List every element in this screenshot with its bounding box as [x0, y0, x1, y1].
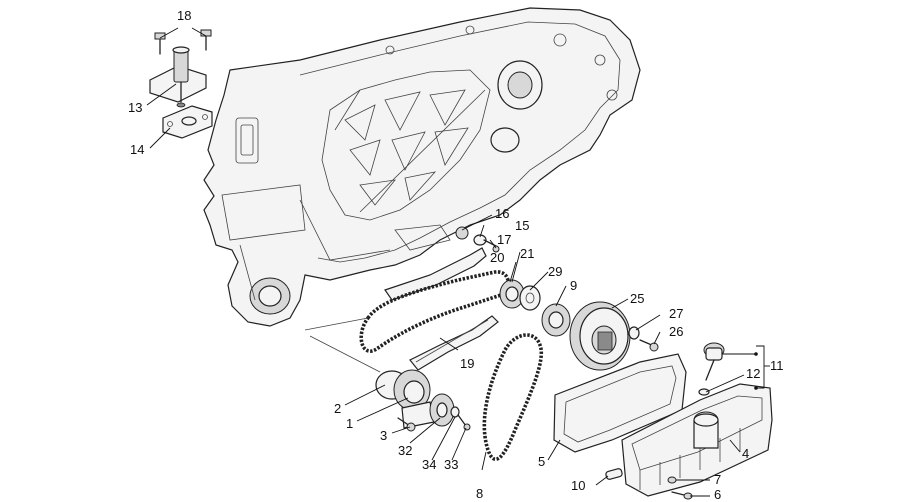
drive-pulley — [569, 301, 631, 371]
callout-15: 15 — [515, 218, 529, 233]
screw-6 — [671, 491, 693, 500]
pump-sprocket — [429, 393, 455, 427]
callout-4: 4 — [742, 446, 749, 461]
pump-bolt-3 — [397, 417, 416, 432]
callout-2: 2 — [334, 401, 341, 416]
callout-labels: 18 13 14 16 15 17 21 20 29 9 25 27 26 19… — [128, 8, 784, 502]
tensioner-gasket — [162, 105, 213, 139]
chain-guide — [409, 315, 499, 371]
screw-7 — [667, 476, 677, 484]
callout-11: 11 — [770, 358, 784, 373]
callout-34: 34 — [422, 457, 436, 472]
callout-26: 26 — [669, 324, 683, 339]
callout-7: 7 — [714, 472, 721, 487]
crankcase-housing — [203, 7, 641, 327]
dipstick — [703, 342, 725, 381]
oil-sump — [621, 383, 773, 497]
callout-5: 5 — [538, 454, 545, 469]
callout-12: 12 — [746, 366, 760, 381]
callout-1: 1 — [346, 416, 353, 431]
bolt-26 — [639, 339, 659, 352]
callout-14: 14 — [130, 142, 144, 157]
callout-21: 21 — [520, 246, 534, 261]
o-ring — [698, 388, 710, 396]
callout-29: 29 — [548, 264, 562, 279]
sprocket-9 — [541, 303, 571, 337]
callout-3: 3 — [380, 428, 387, 443]
oil-pump-chain — [482, 333, 543, 462]
callout-32: 32 — [398, 443, 412, 458]
callout-8: 8 — [476, 486, 483, 501]
callout-13: 13 — [128, 100, 142, 115]
callout-10: 10 — [571, 478, 585, 493]
leader-lines — [146, 27, 770, 497]
callout-9: 9 — [570, 278, 577, 293]
callout-33: 33 — [444, 457, 458, 472]
callout-6: 6 — [714, 487, 721, 502]
callout-16: 16 — [495, 206, 509, 221]
callout-17: 17 — [497, 232, 511, 247]
callout-20: 20 — [490, 250, 504, 265]
callout-19: 19 — [460, 356, 474, 371]
callout-18: 18 — [177, 8, 191, 23]
callout-27: 27 — [669, 306, 683, 321]
drive-chain — [359, 270, 510, 353]
oil-pump — [375, 369, 435, 429]
dowel-pin — [605, 468, 623, 480]
callout-25: 25 — [630, 291, 644, 306]
sprocket-21 — [499, 279, 525, 309]
chain-tensioner — [149, 46, 207, 108]
washer-29 — [519, 285, 541, 311]
